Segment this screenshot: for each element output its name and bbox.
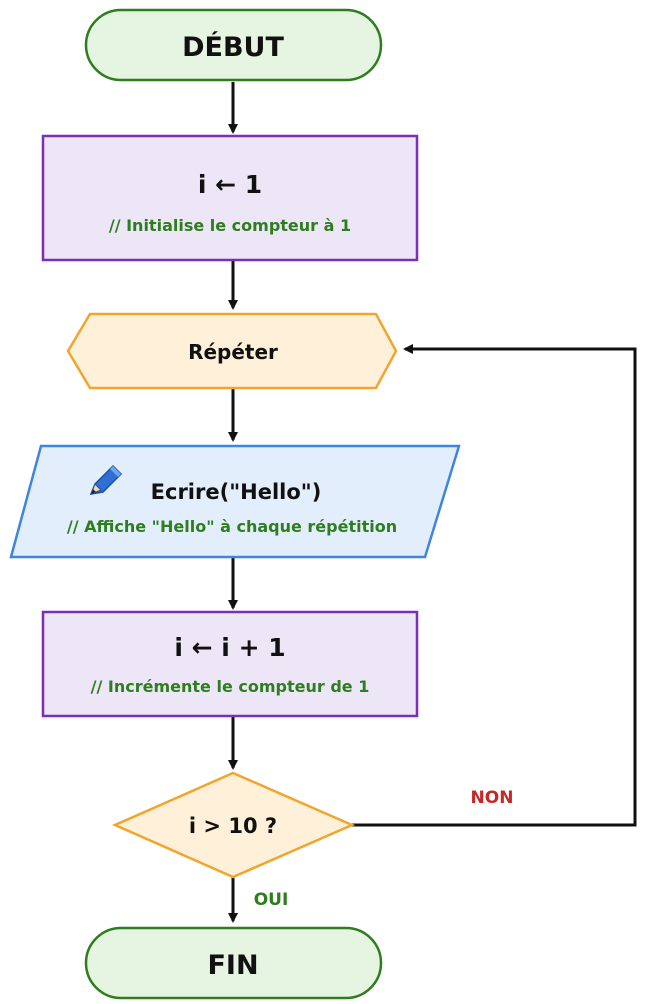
end-terminal-shape (84, 926, 383, 1000)
arrow-loop-back-no (352, 344, 637, 827)
start-label: DÉBUT (182, 31, 284, 63)
connectors (228, 82, 637, 923)
increment-code: i ← i + 1 (174, 633, 285, 662)
end-terminal: FIN (84, 926, 383, 1000)
output-code: Ecrire("Hello") (151, 480, 322, 504)
init-process-shape (41, 134, 419, 262)
start-terminal: DÉBUT (84, 8, 383, 82)
decision: i > 10 ? (111, 771, 356, 879)
init-comment: // Initialise le compteur à 1 (109, 216, 351, 235)
branch-yes-label: OUI (254, 890, 289, 910)
repeat-block: Répéter (66, 312, 398, 390)
decision-shape (111, 771, 356, 879)
increment-process: i ← i + 1 // Incrémente le compteur de 1 (41, 610, 419, 718)
init-process: i ← 1 // Initialise le compteur à 1 (41, 134, 419, 262)
init-code: i ← 1 (198, 170, 262, 199)
increment-comment: // Incrémente le compteur de 1 (91, 677, 370, 696)
start-terminal-shape (84, 8, 383, 82)
output-io-shape (9, 444, 461, 559)
end-label: FIN (207, 950, 258, 981)
output-io: Ecrire("Hello") // Affiche "Hello" à cha… (9, 444, 461, 559)
pencil-icon (89, 464, 123, 495)
repeat-label: Répéter (188, 340, 278, 364)
branch-no-label: NON (471, 788, 514, 808)
decision-label: i > 10 ? (189, 814, 277, 838)
increment-process-shape (41, 610, 419, 718)
output-comment: // Affiche "Hello" à chaque répétition (67, 517, 397, 536)
repeat-shape (66, 312, 398, 390)
